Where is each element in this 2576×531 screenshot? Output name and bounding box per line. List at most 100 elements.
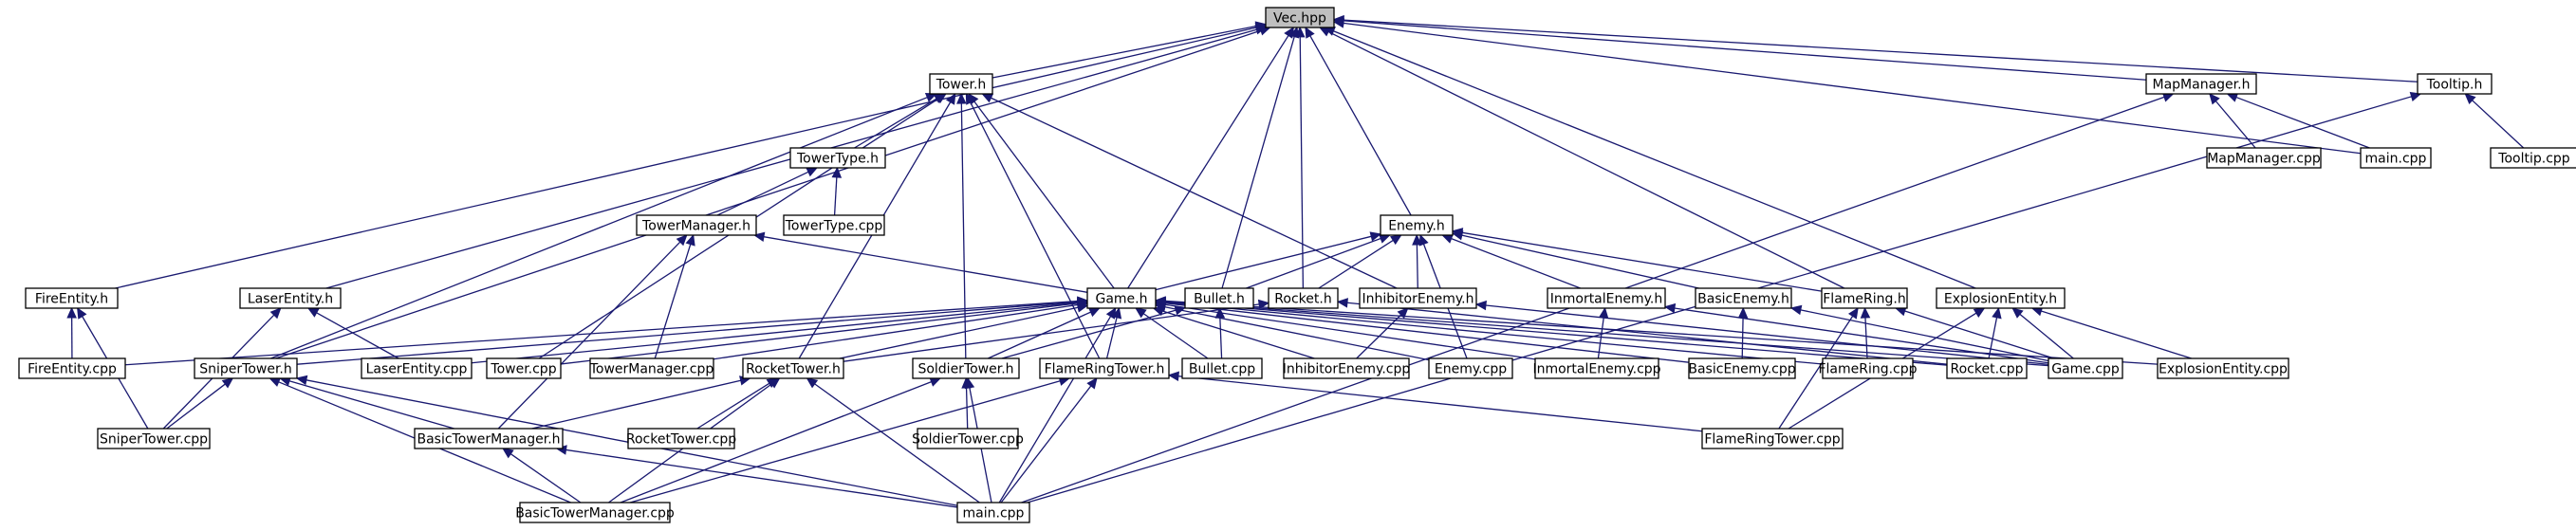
file-node-rockettower-h[interactable]: RocketTower.h xyxy=(742,357,844,379)
file-node-explosionentity-cpp[interactable]: ExplosionEntity.cpp xyxy=(2157,357,2289,379)
include-edge-inmortalenemy_h-to-enemy_h xyxy=(1441,233,1581,289)
node-box xyxy=(929,73,993,95)
file-node-soldiertower-cpp[interactable]: SoldierTower.cpp xyxy=(912,428,1024,449)
file-node-flameringtower-h[interactable]: FlameRingTower.h xyxy=(1039,357,1170,379)
include-edge-main_cpp-to-rockettower_h xyxy=(806,377,980,504)
node-label: Bullet.cpp xyxy=(1189,362,1255,377)
node-box xyxy=(912,357,1020,379)
file-node-tooltip-h[interactable]: Tooltip.h xyxy=(2417,73,2493,95)
file-node-inhibitorenemy-cpp[interactable]: InhibitorEnemy.cpp xyxy=(1283,357,1411,379)
arrowhead-icon xyxy=(66,306,77,319)
include-edge-fireentity_h-to-vec xyxy=(115,22,1268,289)
file-node-snipertower-h[interactable]: SniperTower.h xyxy=(194,357,298,379)
file-node-basictowermanager-h[interactable]: BasicTowerManager.h xyxy=(414,428,564,449)
file-node-inmortalenemy-h[interactable]: InmortalEnemy.h xyxy=(1547,287,1666,309)
file-node-explosionentity-h[interactable]: ExplosionEntity.h xyxy=(1936,287,2066,309)
include-edge-flameringtower_cpp-to-flameringtower_h xyxy=(1167,371,1703,432)
file-node-game-cpp[interactable]: Game.cpp xyxy=(2048,357,2123,379)
file-node-fireentity-cpp[interactable]: FireEntity.cpp xyxy=(18,357,126,379)
node-label: Tower.h xyxy=(936,78,987,93)
arrowhead-icon xyxy=(1105,306,1117,320)
file-node-main-cpp[interactable]: main.cpp xyxy=(956,502,1030,523)
include-edge-basictowermanager_h-to-rockettower_h xyxy=(531,375,751,430)
file-node-basictowermanager-cpp[interactable]: BasicTowerManager.cpp xyxy=(515,502,675,523)
include-edge-basicenemy_h-to-enemy_h xyxy=(1451,230,1699,289)
arrowhead-icon xyxy=(945,92,956,105)
file-node-tower-h[interactable]: Tower.h xyxy=(929,73,993,95)
include-edge-bullet_h-to-vec xyxy=(1221,26,1300,289)
file-node-towertype-cpp[interactable]: TowerType.cpp xyxy=(783,214,885,236)
node-box xyxy=(1268,287,1339,309)
arrowhead-icon xyxy=(956,92,967,104)
file-node-bullet-h[interactable]: Bullet.h xyxy=(1184,287,1254,309)
node-label: SoldierTower.cpp xyxy=(912,432,1024,448)
node-label: FlameRing.cpp xyxy=(1818,362,1917,377)
arrowhead-icon xyxy=(77,306,87,320)
file-node-enemy-cpp[interactable]: Enemy.cpp xyxy=(1428,357,1513,379)
file-node-laserentity-cpp[interactable]: LaserEntity.cpp xyxy=(361,357,473,379)
file-node-fireentity-h[interactable]: FireEntity.h xyxy=(25,287,119,309)
node-box xyxy=(414,428,564,449)
arrowhead-icon xyxy=(1860,306,1871,319)
file-node-flamering-cpp[interactable]: FlameRing.cpp xyxy=(1818,357,1918,379)
node-box xyxy=(1265,7,1335,28)
arrowhead-icon xyxy=(1441,233,1454,244)
file-node-laserentity-h[interactable]: LaserEntity.h xyxy=(239,287,342,309)
file-node-tooltip-cpp[interactable]: Tooltip.cpp xyxy=(2490,147,2576,169)
file-node-flameringtower-cpp[interactable]: FlameRingTower.cpp xyxy=(1701,428,1844,449)
arrowhead-icon xyxy=(1369,231,1382,242)
file-node-game-h[interactable]: Game.h xyxy=(1086,287,1157,309)
include-edge-soldiertower_h-to-bullet_h xyxy=(1001,305,1187,359)
file-node-rocket-cpp[interactable]: Rocket.cpp xyxy=(1946,357,2028,379)
arrowhead-icon xyxy=(1390,234,1402,246)
file-node-inmortalenemy-cpp[interactable]: InmortalEnemy.cpp xyxy=(1532,357,1661,379)
arrowhead-icon xyxy=(768,377,781,389)
file-node-rocket-h[interactable]: Rocket.h xyxy=(1268,287,1339,309)
file-node-main-cpp-top[interactable]: main.cpp xyxy=(2360,147,2432,169)
file-node-bullet-cpp[interactable]: Bullet.cpp xyxy=(1181,357,1263,379)
arrowhead-icon xyxy=(1174,305,1187,316)
arrowhead-icon xyxy=(502,448,514,459)
file-node-vec[interactable]: Vec.hpp xyxy=(1265,7,1335,28)
file-node-flamering-h[interactable]: FlameRing.h xyxy=(1821,287,1908,309)
node-label: TowerType.cpp xyxy=(785,219,883,234)
arrowhead-icon xyxy=(1257,299,1270,310)
arrowhead-icon xyxy=(1258,26,1271,36)
include-edge-rockettower_h-to-rocket_h xyxy=(843,299,1270,362)
file-node-towermanager-h[interactable]: TowerManager.h xyxy=(636,214,757,236)
node-label: MapManager.h xyxy=(2153,78,2251,93)
file-node-soldiertower-h[interactable]: SoldierTower.h xyxy=(912,357,1020,379)
file-node-enemy-h[interactable]: Enemy.h xyxy=(1380,214,1454,236)
arrowhead-icon xyxy=(1336,298,1348,308)
node-label: ExplosionEntity.cpp xyxy=(2159,362,2288,377)
file-node-snipertower-cpp[interactable]: SniperTower.cpp xyxy=(97,428,211,449)
node-box xyxy=(361,357,473,379)
node-box xyxy=(636,214,757,236)
node-box xyxy=(1701,428,1844,449)
arrowhead-icon xyxy=(1663,302,1677,314)
arrowhead-icon xyxy=(2464,93,2476,105)
node-label: Game.h xyxy=(1095,292,1147,307)
arrowhead-icon xyxy=(1087,307,1101,318)
file-node-basicenemy-h[interactable]: BasicEnemy.h xyxy=(1695,287,1792,309)
node-label: InmortalEnemy.cpp xyxy=(1532,362,1660,377)
file-node-towertype-h[interactable]: TowerType.h xyxy=(789,147,886,169)
file-node-tower-cpp[interactable]: Tower.cpp xyxy=(486,357,562,379)
include-edge-mapmanager_cpp-to-mapmanager_h xyxy=(2209,93,2256,149)
file-node-towermanager-cpp[interactable]: TowerManager.cpp xyxy=(589,357,714,379)
node-label: LaserEntity.cpp xyxy=(366,362,468,377)
node-box xyxy=(1821,287,1908,309)
include-edge-towertype_cpp-to-towertype_h xyxy=(831,166,843,216)
file-node-rockettower-cpp[interactable]: RocketTower.cpp xyxy=(626,428,736,449)
node-label: Tooltip.h xyxy=(2426,78,2483,93)
include-edge-rocket_cpp-to-rocket_h xyxy=(1336,298,1948,365)
node-box xyxy=(2048,357,2123,379)
file-node-basicenemy-cpp[interactable]: BasicEnemy.cpp xyxy=(1688,357,1796,379)
node-box xyxy=(1184,287,1254,309)
file-node-mapmanager-cpp[interactable]: MapManager.cpp xyxy=(2206,147,2322,169)
node-box xyxy=(519,502,671,523)
file-node-inhibitorenemy-h[interactable]: InhibitorEnemy.h xyxy=(1359,287,1477,309)
node-label: SniperTower.cpp xyxy=(100,432,208,448)
node-label: main.cpp xyxy=(963,506,1025,522)
file-node-mapmanager-h[interactable]: MapManager.h xyxy=(2145,73,2257,95)
